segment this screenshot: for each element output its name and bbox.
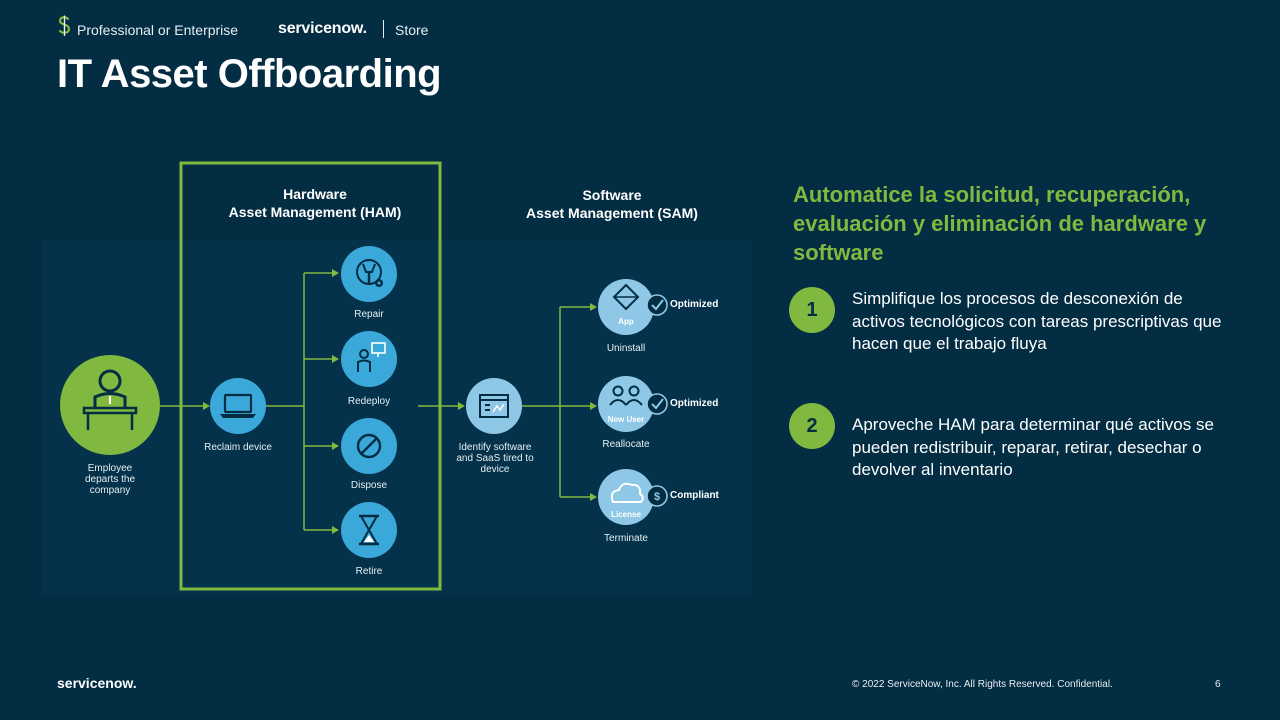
new-user-icon-text: New User — [608, 415, 644, 424]
store-label: Store — [395, 22, 429, 38]
check-icon — [646, 294, 668, 316]
redeploy-label: Redeploy — [347, 396, 391, 407]
check-icon — [646, 393, 668, 415]
terminate-status-badge: Compliant — [670, 490, 719, 501]
svg-text:$: $ — [654, 491, 660, 503]
wrench-gear-icon — [341, 246, 397, 302]
dollar-sign-icon — [58, 15, 71, 36]
ham-frame — [179, 161, 442, 591]
dollar-badge-icon: $ — [646, 485, 668, 507]
uninstall-label: Uninstall — [606, 343, 646, 354]
copyright-text: © 2022 ServiceNow, Inc. All Rights Reser… — [852, 679, 1113, 690]
arrow-heads — [203, 269, 597, 534]
license-icon-text: License — [611, 510, 641, 519]
new-user-icon: New User — [598, 376, 654, 432]
servicenow-logo: servicenow. — [278, 20, 367, 37]
terminate-label: Terminate — [604, 533, 648, 544]
page-number: 6 — [1215, 679, 1221, 690]
reallocate-label: Reallocate — [602, 439, 650, 450]
page-title: IT Asset Offboarding — [57, 52, 442, 96]
identify-software-label: Identify software and SaaS tired to devi… — [456, 442, 534, 475]
uninstall-status-badge: Optimized — [670, 299, 719, 310]
tier-label: Professional or Enterprise — [77, 22, 239, 38]
footer-servicenow-logo: servicenow. — [57, 675, 137, 691]
person-monitor-icon — [341, 331, 397, 387]
hourglass-icon — [341, 502, 397, 558]
reallocate-status-badge: Optimized — [670, 398, 719, 409]
dispose-label: Dispose — [350, 480, 388, 491]
bullet-number: 1 — [789, 287, 835, 333]
retire-label: Retire — [355, 566, 383, 577]
ham-title: Hardware Asset Management (HAM) — [228, 186, 402, 220]
header-divider — [383, 20, 384, 38]
employee-label: Employee departs the company — [84, 463, 136, 496]
cloud-license-icon: License — [598, 469, 654, 525]
connector-lines — [160, 272, 594, 531]
app-icon: App — [598, 279, 654, 335]
app-icon-text: App — [618, 317, 634, 326]
offboarding-diagram: App New User License $ — [60, 161, 668, 591]
laptop-icon — [210, 378, 266, 434]
sam-title: Software Asset Management (SAM) — [526, 187, 698, 221]
bullet-number: 2 — [789, 403, 835, 449]
reclaim-label: Reclaim device — [204, 442, 272, 453]
employee-icon — [60, 355, 160, 455]
headline: Automatice la solicitud, recuperación, e… — [793, 182, 1207, 265]
bullet-text: Simplifique los procesos de desconexión … — [852, 289, 1222, 353]
dashboard-window-icon — [466, 378, 522, 434]
prohibited-icon — [341, 418, 397, 474]
bullet-text: Aproveche HAM para determinar qué activo… — [852, 415, 1214, 479]
repair-label: Repair — [354, 309, 384, 320]
